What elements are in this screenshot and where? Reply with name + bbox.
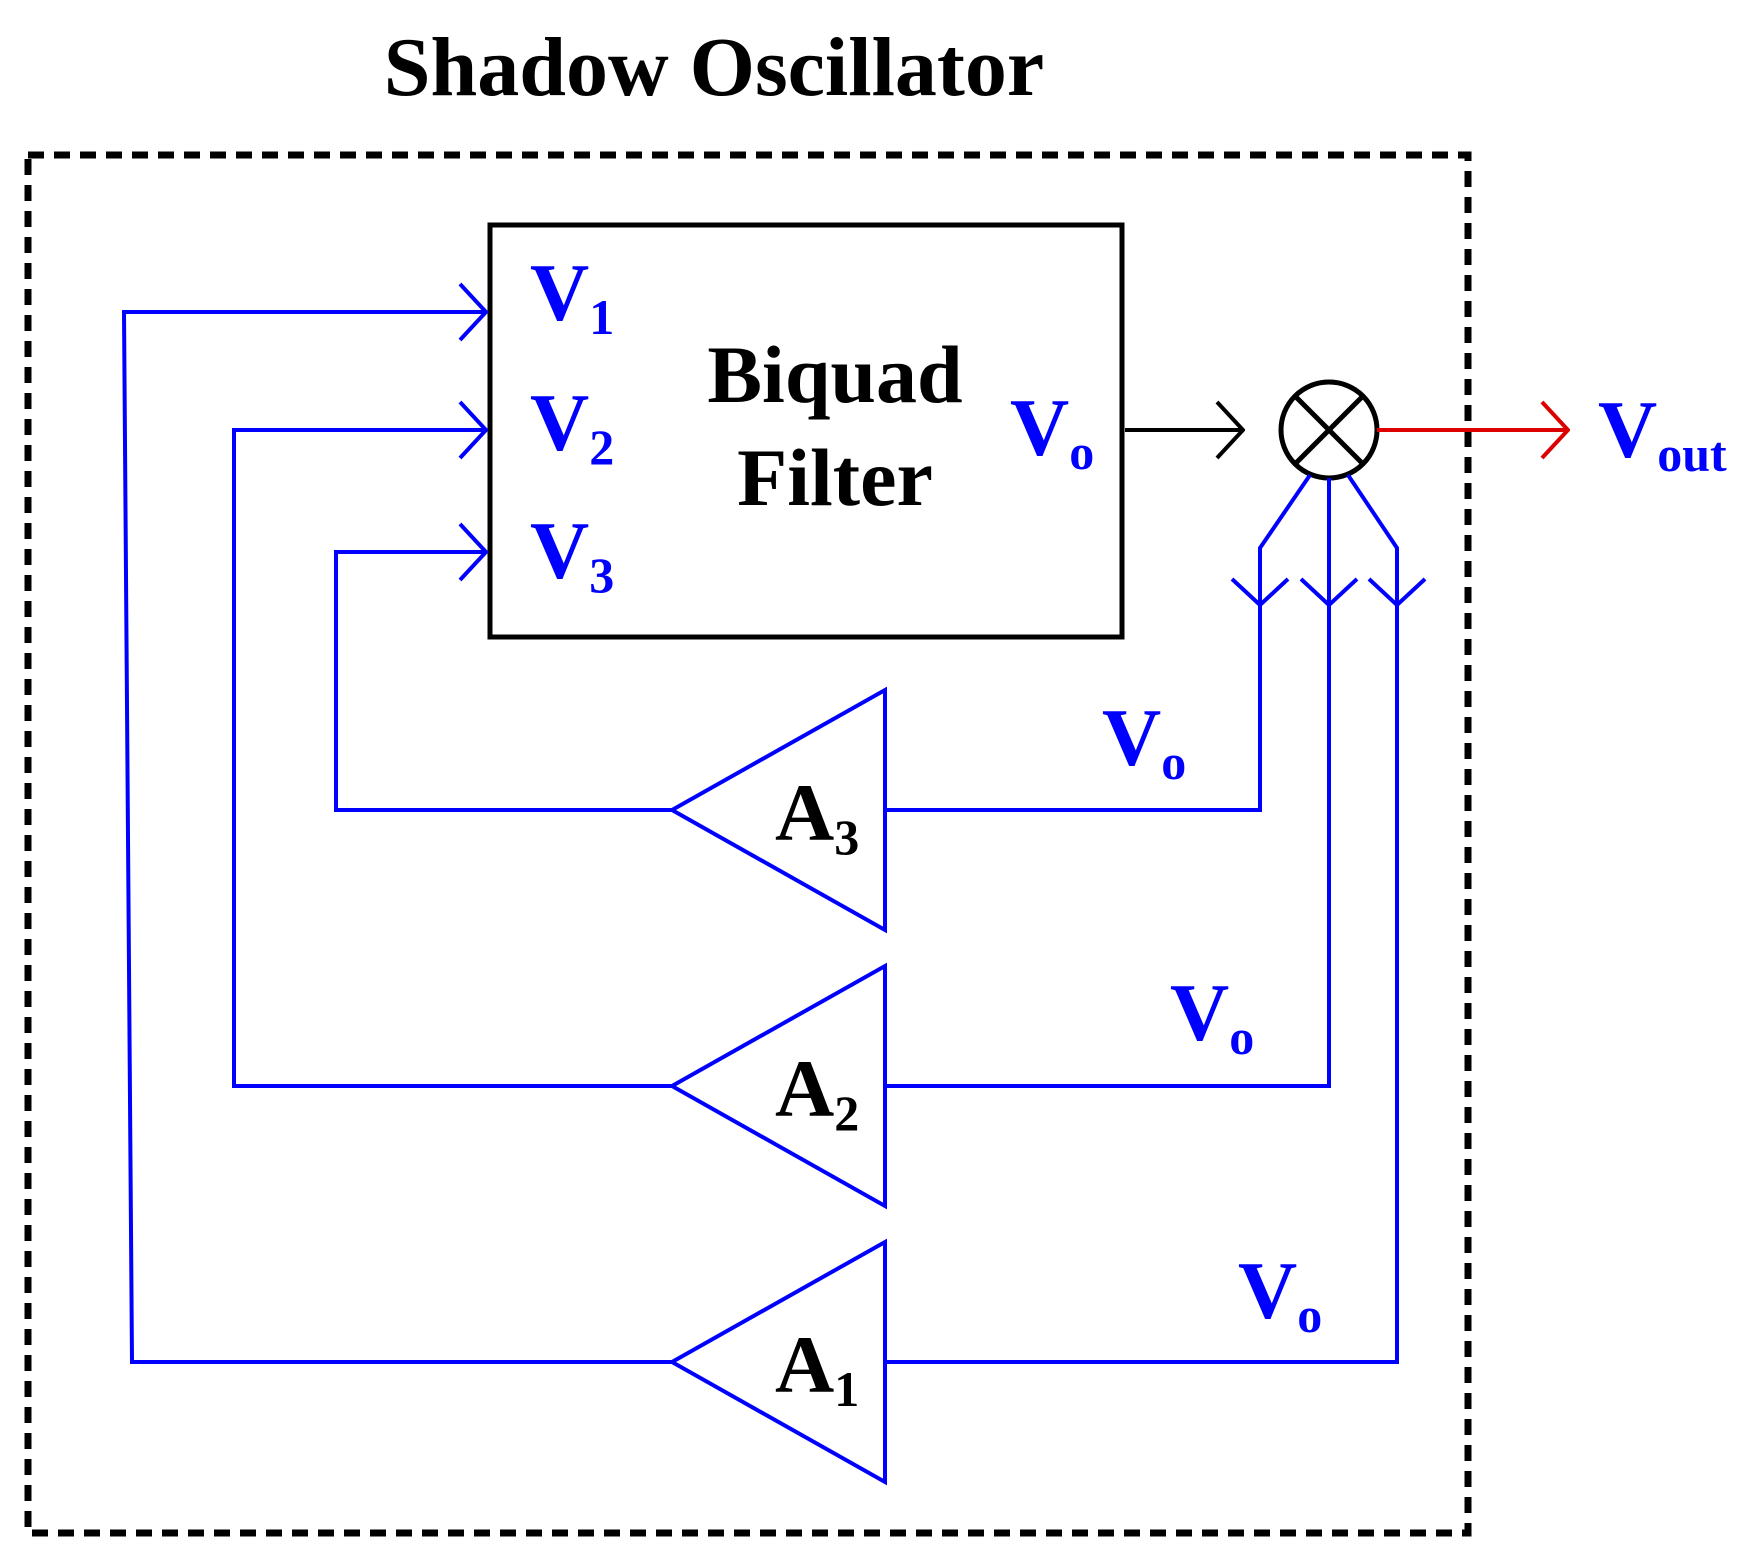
amplifier-a3-label: A3 — [775, 767, 859, 865]
output-label: Vout — [1598, 384, 1727, 482]
diagram-title: Shadow Oscillator — [384, 21, 1044, 114]
filter-name-line2: Filter — [737, 432, 933, 523]
a2-input-label: Vo — [1170, 967, 1254, 1065]
a3-input-label: Vo — [1102, 692, 1186, 790]
a2-input-wire — [885, 605, 1331, 1088]
amplifier-a1: A1 — [667, 1238, 887, 1486]
filter-name-line1: Biquad — [707, 329, 962, 420]
amplifier-a2-label: A2 — [775, 1043, 859, 1141]
amplifier-a3: A3 — [667, 686, 887, 934]
oscillator-boundary — [24, 151, 1472, 1537]
amplifier-a2: A2 — [667, 962, 887, 1210]
feedback-wire-v3 — [334, 552, 672, 812]
multiplier-node — [1278, 379, 1380, 481]
filter-output-label: Vo — [1010, 382, 1094, 480]
a3-input-wire — [885, 605, 1262, 812]
feedback-wire-v1 — [121, 312, 672, 1364]
filter-input-label-2: V2 — [530, 377, 614, 475]
amplifier-a1-label: A1 — [775, 1319, 859, 1417]
filter-input-label-3: V3 — [530, 505, 614, 603]
a1-input-wire — [885, 605, 1399, 1364]
feedback-wire-v2 — [232, 430, 672, 1088]
biquad-filter-block: Biquad Filter V1 V2 V3 Vo — [487, 222, 1125, 640]
branch-to-a3 — [1260, 473, 1312, 605]
a1-input-label: Vo — [1238, 1245, 1322, 1343]
filter-box — [487, 222, 1125, 640]
filter-input-label-1: V1 — [530, 247, 614, 345]
branch-to-a1 — [1346, 473, 1397, 605]
